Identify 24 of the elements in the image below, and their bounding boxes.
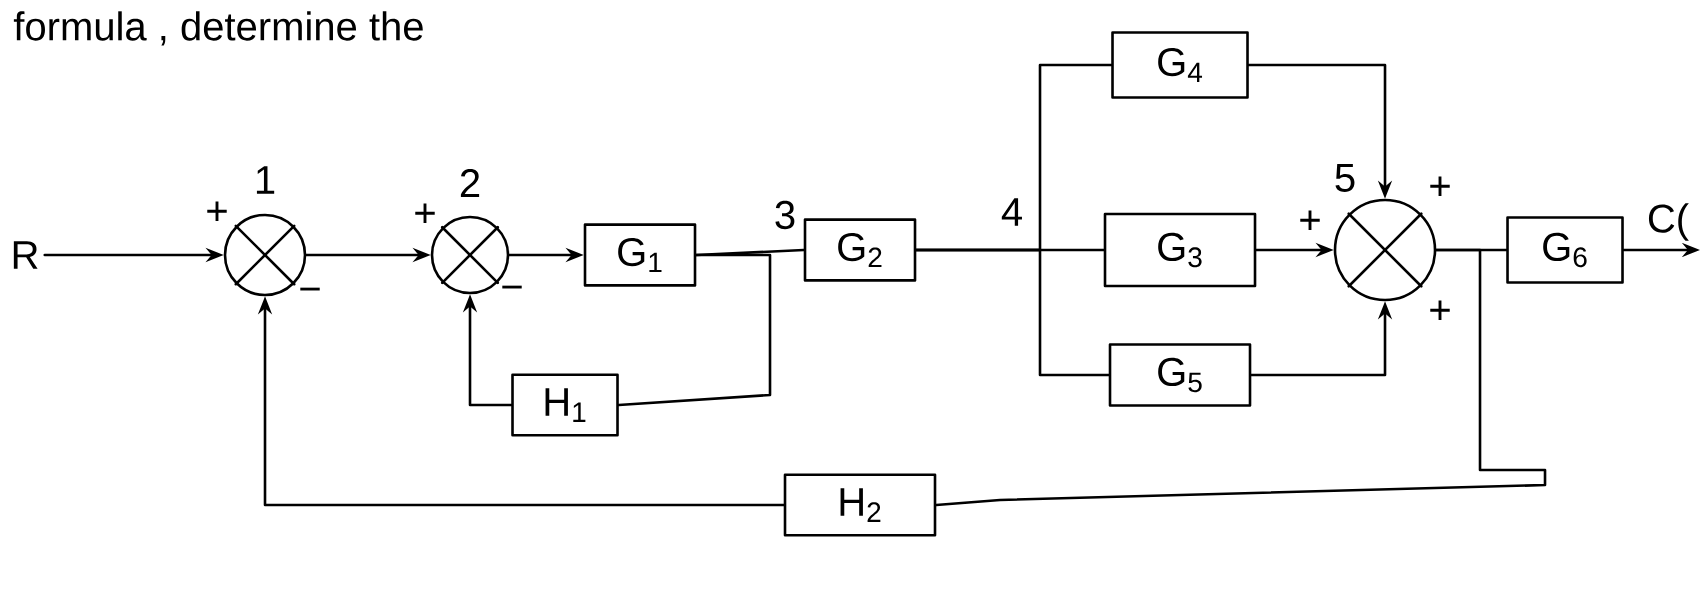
heading-text: formula , determine the [13,11,423,46]
transfer-function-block: H$_{2}$ [783,473,937,537]
junction-number: 5 [1335,164,1355,192]
sign-label: − [300,287,320,291]
edge-label: C( [1648,203,1689,241]
transfer-function-block: G$_{1}$ [583,223,697,287]
transfer-function-block: G$_{4}$ [1111,31,1249,99]
junction-number: 3 [775,200,795,230]
input-label: R [13,241,38,269]
sign-label: − [502,285,522,289]
transfer-function-block: G$_{2}$ [803,218,917,282]
sign-label: + [207,201,227,222]
sign-label: + [1430,300,1450,321]
sign-label: + [1430,176,1450,197]
junction-number: 1 [256,166,275,194]
transfer-function-block: H$_{1}$ [511,373,619,437]
transfer-function-block: G$_{6}$ [1506,216,1624,284]
junction-number: 2 [460,169,480,197]
junction-number: 4 [1001,198,1022,226]
summing-junction [1333,198,1437,302]
transfer-function-block: G$_{5}$ [1108,343,1252,407]
sign-label: + [415,203,435,224]
transfer-function-block: G$_{3}$ [1103,212,1257,288]
sign-label: + [1300,210,1320,231]
